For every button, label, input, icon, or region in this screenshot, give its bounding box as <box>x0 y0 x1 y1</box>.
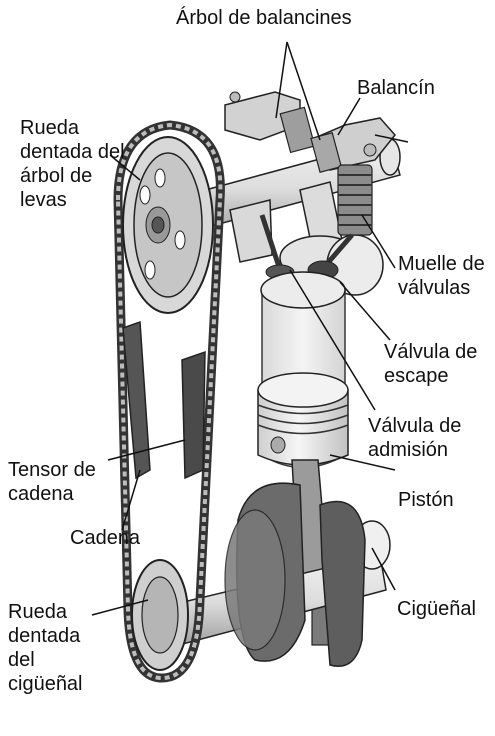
label-crankshaft: Cigüeñal <box>397 598 476 620</box>
chain-tensioner <box>122 320 206 480</box>
leader-lines <box>91 41 409 616</box>
timing-chain <box>113 120 225 683</box>
crankshaft-sprocket <box>131 559 189 671</box>
label-piston: Pistón <box>398 489 454 511</box>
label-exhaust-valve: Válvula de escape <box>384 341 478 387</box>
crankshaft <box>142 482 391 667</box>
label-valve-spring: Muelle de válvulas <box>398 253 485 299</box>
label-chain: Cadena <box>70 527 141 549</box>
label-chain-tensioner: Tensor de cadena <box>8 459 96 505</box>
label-intake-valve: Válvula de admisión <box>368 415 462 461</box>
label-camshaft-sprocket: Rueda dentada del árbol de levas <box>20 117 125 211</box>
rocker-arms <box>224 91 396 173</box>
label-crankshaft-sprocket: Rueda dentada del cigüeñal <box>8 601 83 695</box>
label-rocker-shaft: Árbol de balancines <box>176 7 352 29</box>
label-rocker-arm: Balancín <box>357 77 435 99</box>
piston <box>257 372 349 466</box>
camshaft-sprocket <box>122 136 214 314</box>
valve-spring <box>337 164 373 236</box>
